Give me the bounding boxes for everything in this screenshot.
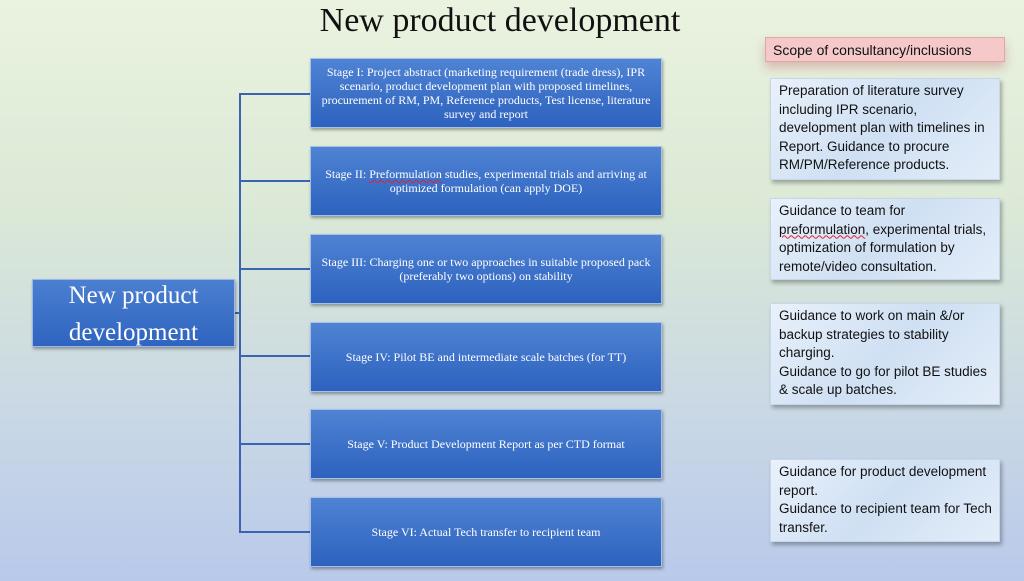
stage-2-text: Stage II: Preformulation studies, experi… (315, 167, 657, 195)
scope-note-3-line1: Guidance to work on main &/or backup str… (779, 308, 965, 360)
scope-note-2: Guidance to team for preformulation, exp… (770, 198, 1000, 280)
stage-3-box: Stage III: Charging one or two approache… (310, 234, 662, 304)
root-label-line2: development (68, 319, 199, 346)
scope-note-2-underlined: preformulation (779, 221, 866, 237)
stage-5-box: Stage V: Product Development Report as p… (310, 409, 662, 479)
stage-2-underlined: Preformulation (369, 167, 442, 181)
stage-4-text: Stage IV: Pilot BE and intermediate scal… (345, 350, 627, 364)
scope-note-3: Guidance to work on main &/or backup str… (770, 303, 1000, 405)
stage-2-suffix: studies, experimental trials and arrivin… (389, 167, 647, 195)
scope-note-4-line2: Guidance to recipient team for Tech tran… (779, 501, 992, 535)
connector-stage-4 (239, 355, 310, 357)
scope-note-2-text: Guidance to team for preformulation, exp… (779, 202, 993, 276)
root-node: New product development (32, 279, 235, 347)
stage-4-box: Stage IV: Pilot BE and intermediate scal… (310, 322, 662, 392)
stage-6-text: Stage VI: Actual Tech transfer to recipi… (371, 525, 601, 539)
stage-1-text: Stage I: Project abstract (marketing req… (321, 65, 651, 121)
connector-trunk (239, 93, 241, 533)
stage-2-prefix: Stage II: (325, 167, 370, 181)
scope-note-4: Guidance for product development report.… (770, 459, 1000, 542)
scope-note-4-line1: Guidance for product development report. (779, 464, 987, 498)
stage-1-box: Stage I: Project abstract (marketing req… (310, 58, 662, 128)
scope-header: Scope of consultancy/inclusions (765, 37, 1005, 62)
stage-2-box: Stage II: Preformulation studies, experi… (310, 146, 662, 216)
stage-6-box: Stage VI: Actual Tech transfer to recipi… (310, 497, 662, 567)
connector-stage-2 (239, 180, 310, 182)
connector-stage-1 (239, 93, 310, 95)
scope-note-3-line2: Guidance to go for pilot BE studies & sc… (779, 363, 987, 398)
scope-note-2-prefix: Guidance to team for (779, 203, 906, 218)
connector-stage-5 (239, 443, 310, 445)
root-label-line1: New product (68, 282, 199, 309)
diagram-title: New product development (319, 2, 681, 39)
connector-root-stub (235, 312, 241, 314)
connector-stage-3 (239, 268, 310, 270)
stage-5-text: Stage V: Product Development Report as p… (347, 437, 625, 451)
stage-3-text: Stage III: Charging one or two approache… (321, 255, 651, 283)
scope-note-2-suffix: , experimental trials, optimization of f… (779, 221, 987, 274)
scope-note-1: Preparation of literature survey includi… (770, 78, 1000, 180)
scope-note-1-text: Preparation of literature survey includi… (779, 83, 985, 172)
connector-stage-6 (239, 531, 310, 533)
